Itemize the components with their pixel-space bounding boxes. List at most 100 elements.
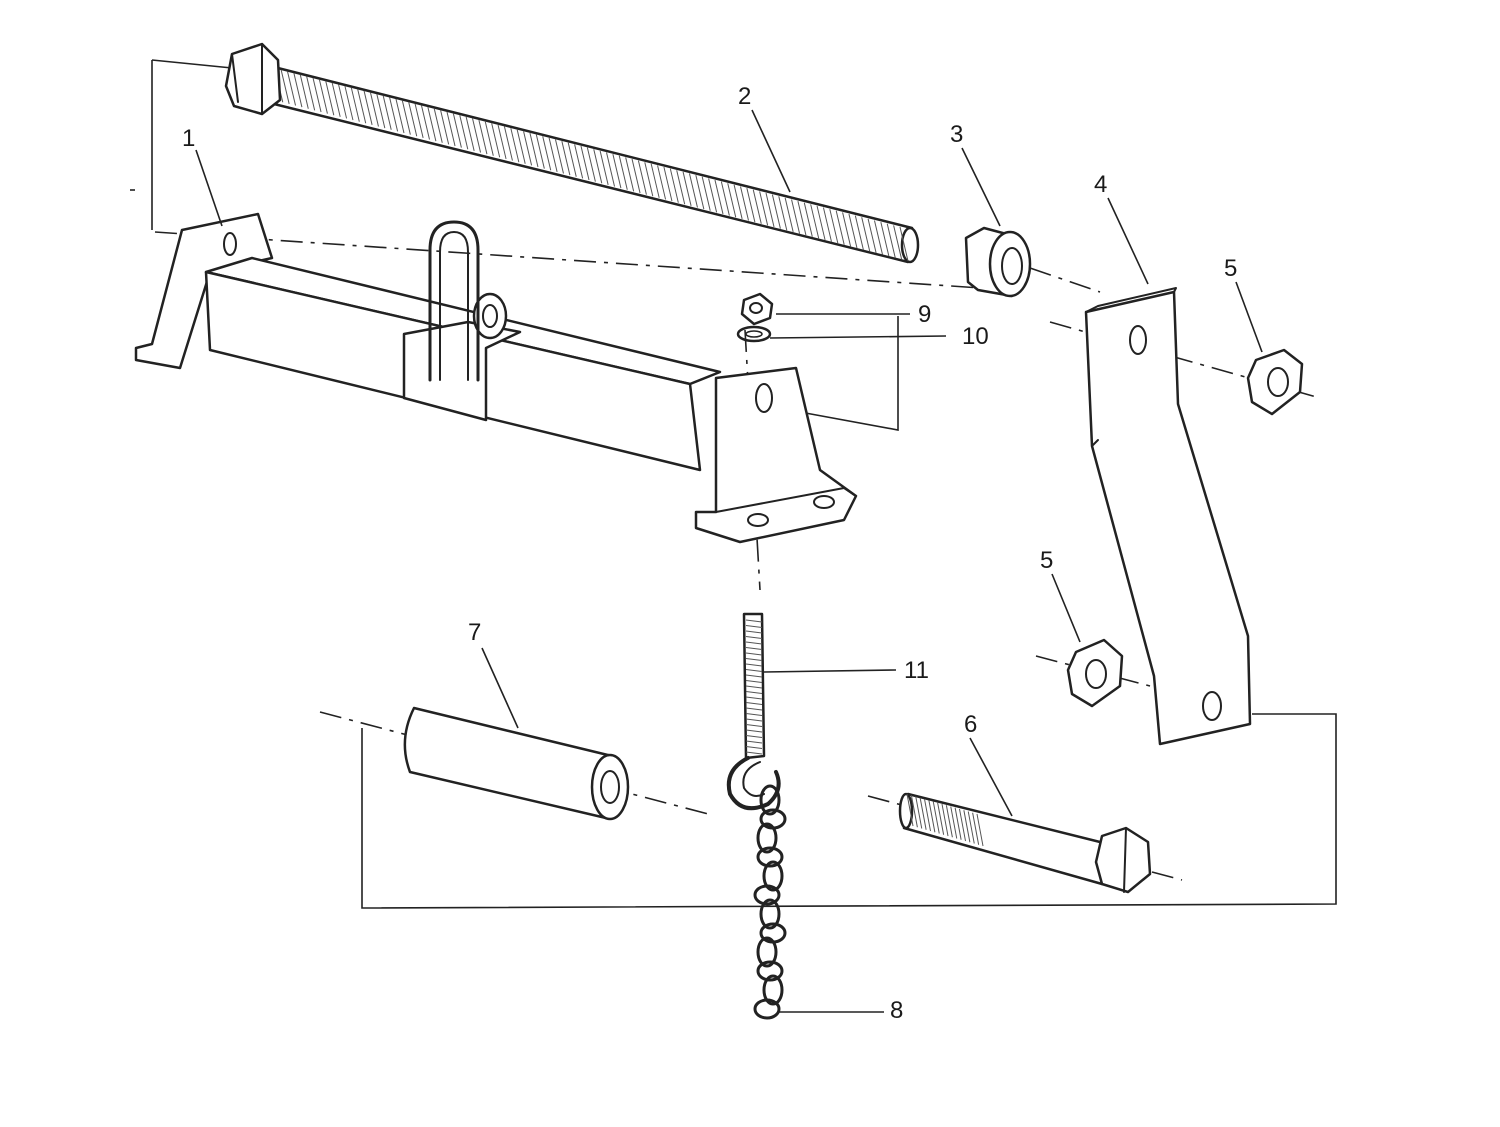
thread-line	[937, 802, 945, 835]
thread-line	[746, 188, 756, 223]
thread-line	[535, 134, 545, 169]
chain-link	[756, 822, 778, 854]
callout-9: 9	[918, 301, 931, 328]
thread-line	[752, 189, 762, 224]
thread-line	[478, 119, 488, 155]
thread-line	[287, 71, 297, 106]
thread-line	[427, 107, 437, 142]
thread-line	[835, 210, 845, 245]
thread-line	[548, 137, 558, 173]
thread-line	[854, 215, 864, 250]
thread-line	[395, 98, 405, 134]
callout-1: 1	[182, 125, 195, 152]
thread-line	[745, 713, 763, 716]
thread-line	[745, 658, 763, 661]
thread-line	[950, 806, 958, 839]
thread-line	[745, 707, 763, 711]
thread-line	[967, 811, 975, 844]
part-10-lock-washer	[736, 325, 772, 343]
thread-line	[932, 801, 940, 834]
thread-line	[306, 76, 316, 111]
thread-line	[778, 196, 788, 231]
thread-line	[880, 222, 890, 257]
thread-line	[567, 142, 577, 177]
thread-line	[350, 87, 360, 122]
thread-line	[771, 194, 781, 229]
thread-line	[945, 805, 953, 838]
thread-line	[331, 82, 341, 117]
thread-line	[910, 795, 918, 828]
leader-lines	[195, 109, 1263, 1013]
thread-line	[745, 625, 763, 628]
thread-line	[510, 128, 520, 163]
thread-line	[529, 132, 539, 168]
callout-7: 7	[468, 619, 481, 646]
part-3-spacer-bushing	[964, 226, 1032, 298]
thread-line	[745, 724, 763, 727]
chain-link	[753, 884, 781, 906]
thread-line	[941, 803, 949, 837]
thread-line	[401, 100, 411, 135]
thread-line	[701, 176, 711, 211]
thread-line	[312, 77, 322, 113]
thread-line	[745, 630, 763, 634]
thread-line	[893, 225, 903, 260]
part-1-frame-tube	[134, 212, 858, 544]
callout-5-lower: 5	[1040, 547, 1053, 574]
thread-line	[421, 105, 430, 140]
thread-line	[542, 136, 552, 171]
thread-line	[299, 74, 309, 109]
thread-line	[822, 207, 832, 242]
chain-link	[756, 846, 784, 868]
thread-line	[745, 691, 763, 694]
thread-line	[440, 110, 450, 145]
part-5-hex-nut-lower	[1066, 638, 1124, 708]
thread-line	[318, 79, 328, 114]
thread-line	[574, 144, 584, 179]
chain-link	[759, 898, 781, 930]
chain-link	[762, 860, 784, 892]
thread-line	[959, 808, 966, 842]
thread-line	[446, 111, 456, 147]
thread-line	[516, 129, 526, 164]
callout-11: 11	[904, 657, 929, 684]
thread-line	[637, 160, 647, 195]
thread-line	[740, 186, 749, 221]
callout-10: 10	[962, 323, 989, 350]
thread-line	[459, 115, 469, 150]
thread-line	[954, 807, 962, 840]
thread-line	[682, 171, 692, 207]
thread-line	[745, 696, 763, 700]
thread-line	[915, 796, 923, 829]
thread-line	[745, 729, 763, 733]
thread-line	[612, 153, 622, 189]
thread-line	[886, 223, 896, 258]
thread-line	[745, 740, 763, 744]
thread-line	[829, 209, 839, 244]
thread-line	[727, 183, 737, 218]
thread-line	[650, 163, 660, 198]
thread-line	[745, 636, 763, 639]
thread-line	[745, 746, 763, 749]
chain-link	[756, 960, 784, 982]
thread-line	[465, 116, 475, 151]
part-5-hex-nut-upper	[1246, 348, 1304, 416]
thread-line	[433, 108, 443, 143]
thread-line	[497, 124, 507, 160]
thread-line	[816, 205, 826, 241]
thread-line	[848, 213, 858, 249]
thread-line	[357, 89, 367, 124]
thread-line	[338, 84, 348, 119]
thread-line	[745, 619, 763, 623]
part-4-offset-strap	[1084, 287, 1252, 746]
thread-line	[714, 179, 724, 215]
thread-line	[765, 192, 775, 228]
thread-line	[745, 647, 763, 650]
callout-4: 4	[1094, 171, 1107, 198]
thread-line	[606, 152, 616, 187]
thread-line	[376, 94, 386, 129]
thread-line	[363, 90, 373, 126]
thread-line	[963, 810, 971, 843]
thread-line	[389, 97, 399, 132]
part-11-eye-bolt	[726, 612, 781, 811]
